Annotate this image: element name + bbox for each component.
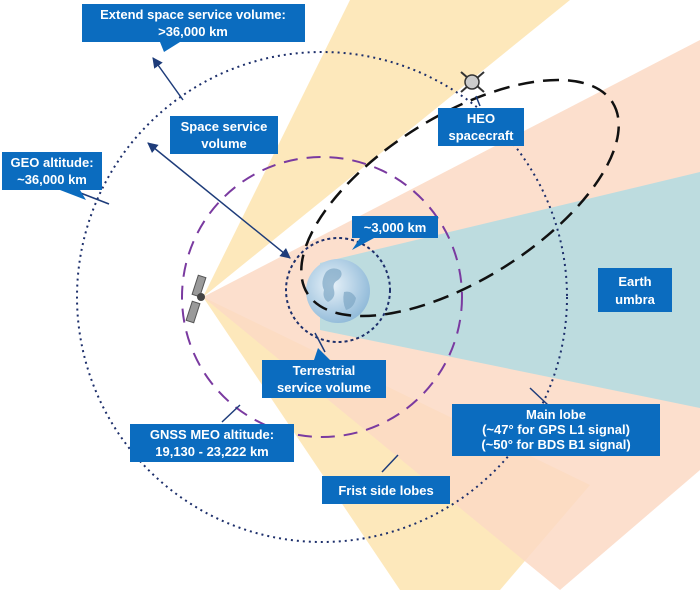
gnss-meo-leader [221, 404, 241, 423]
geo-orbit-circle [76, 51, 568, 543]
side-lobes-callout: Frist side lobes [322, 476, 450, 504]
heo-line2: spacecraft [448, 128, 514, 143]
extend-service-volume-callout: Extend space service volume: >36,000 km [82, 4, 305, 52]
terrestrial-volume-circle [285, 237, 391, 343]
space-service-volume-arrow [147, 142, 291, 259]
earth-umbra-callout: Earth umbra [598, 268, 672, 312]
geo-line2: ~36,000 km [17, 172, 87, 187]
geo-line1: GEO altitude: [10, 155, 93, 170]
gnss-meo-orbit-circle [181, 156, 463, 438]
extend-volume-arrow [152, 57, 184, 101]
geo-altitude-leader [77, 191, 110, 205]
heo-orbit [300, 78, 620, 318]
heo-leader [475, 95, 481, 107]
geo-satellite-icon [185, 274, 207, 324]
heo-line1: HEO [467, 111, 495, 126]
earth-umbra [320, 172, 700, 408]
space-sv-line1: Space service [181, 119, 268, 134]
terrestrial-line1: Terrestrial [293, 363, 356, 378]
km3000-callout: ~3,000 km [352, 216, 438, 250]
main-lobe-line3: (~50° for BDS B1 signal) [481, 437, 630, 452]
space-service-volume-callout: Space service volume [170, 116, 278, 154]
gnss-meo-callout: GNSS MEO altitude: 19,130 - 23,222 km [130, 424, 294, 462]
earth-umbra-line2: umbra [615, 292, 656, 307]
geo-altitude-callout: GEO altitude: ~36,000 km [2, 152, 102, 200]
side-lobe-leader [381, 454, 399, 473]
terrestrial-leader [314, 332, 326, 353]
main-lobe-line2: (~47° for GPS L1 signal) [482, 422, 630, 437]
heo-spacecraft-callout: HEO spacecraft [438, 108, 524, 146]
main-lobe-callout: Main lobe (~47° for GPS L1 signal) (~50°… [452, 404, 660, 456]
main-lobe-line1: Main lobe [526, 407, 586, 422]
terrestrial-volume-callout: Terrestrial service volume [262, 348, 386, 398]
terrestrial-line2: service volume [277, 380, 371, 395]
earth-umbra-line1: Earth [618, 274, 651, 289]
extend-line1: Extend space service volume: [100, 7, 286, 22]
main-lobe-leader [529, 387, 549, 406]
km3000-label: ~3,000 km [364, 220, 427, 235]
gnss-line2: 19,130 - 23,222 km [155, 444, 268, 459]
side-lobes-label: Frist side lobes [338, 483, 433, 498]
space-sv-line2: volume [201, 136, 247, 151]
heo-spacecraft-icon [460, 71, 485, 93]
extend-line2: >36,000 km [158, 24, 228, 39]
earth-continents [322, 268, 356, 310]
gnss-line1: GNSS MEO altitude: [150, 427, 274, 442]
